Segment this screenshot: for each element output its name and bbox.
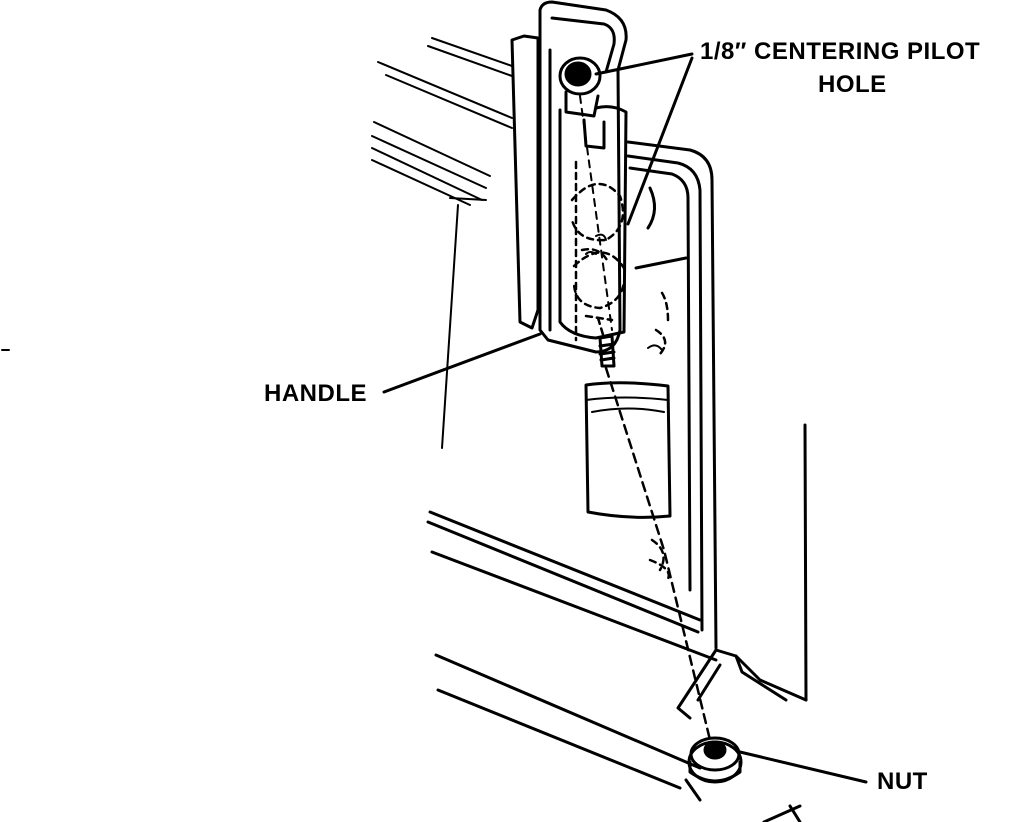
leader-nut <box>738 750 868 784</box>
door-trim-hatching <box>371 37 513 206</box>
leader-pilot-hole-2 <box>626 56 694 226</box>
door-panel-edge <box>441 204 459 449</box>
label-pilot-hole-line1: 1/8″ CENTERING PILOT <box>700 38 981 65</box>
label-nut: NUT <box>877 768 928 795</box>
leader-pilot-hole <box>594 52 694 76</box>
nut <box>687 736 743 784</box>
fastener-details <box>585 233 663 351</box>
label-pilot-hole-line2: HOLE <box>818 71 887 98</box>
door-panel-outline <box>626 140 718 650</box>
stud-centerline <box>604 366 712 742</box>
leader-lines <box>382 52 868 784</box>
handle-paddle <box>584 381 672 519</box>
label-handle: HANDLE <box>264 380 367 407</box>
pilot-hole-boss <box>558 56 606 150</box>
handle-housing <box>510 34 540 330</box>
leader-handle <box>382 332 542 394</box>
door-lower-rails <box>426 510 718 790</box>
threaded-stud <box>598 334 616 368</box>
pilot-centerline <box>579 95 613 331</box>
hidden-linkage <box>570 160 670 584</box>
handle-inner-cup <box>558 105 628 340</box>
body-panel-right <box>676 423 808 822</box>
